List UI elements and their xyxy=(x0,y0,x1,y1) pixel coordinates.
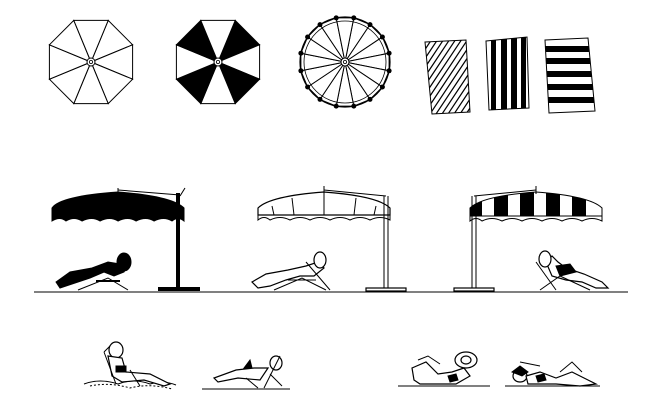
figure-sitting-chair-sand xyxy=(83,341,177,390)
rim-bead xyxy=(367,22,373,28)
rim-bead xyxy=(298,50,304,56)
figure-lounger-outline-2 xyxy=(535,250,610,291)
rim-bead xyxy=(333,103,339,109)
umbrella-plan-alternating xyxy=(175,19,261,105)
towel-horizontal-stripes xyxy=(544,37,596,114)
figure-sitting-chair xyxy=(202,355,290,390)
rim-bead xyxy=(386,50,392,56)
figure-lounger-silhouette xyxy=(55,252,132,291)
figure-lying-sunhat xyxy=(398,351,490,387)
cantilever-umbrella-white xyxy=(257,186,407,292)
rim-bead xyxy=(333,15,339,21)
umbrella-panel xyxy=(200,19,236,64)
cantilever-umbrella-solid xyxy=(51,187,200,291)
rim-bead xyxy=(351,15,357,21)
umbrella-panel xyxy=(73,19,109,64)
figure-lying-reading xyxy=(505,361,600,387)
umbrella-panel xyxy=(335,17,355,63)
rim-bead xyxy=(379,34,385,40)
rim-bead xyxy=(386,68,392,74)
rim-bead xyxy=(298,68,304,74)
towel-vertical-stripes xyxy=(485,36,530,111)
rim-bead xyxy=(379,84,385,90)
rim-bead xyxy=(367,96,373,102)
figure-lounger-outline xyxy=(251,251,331,291)
rim-bead xyxy=(305,84,311,90)
umbrella-plan-beaded xyxy=(298,15,392,109)
rim-bead xyxy=(317,22,323,28)
rim-bead xyxy=(305,34,311,40)
umbrella-plan-white xyxy=(48,19,134,105)
rim-bead xyxy=(317,96,323,102)
rim-bead xyxy=(351,103,357,109)
